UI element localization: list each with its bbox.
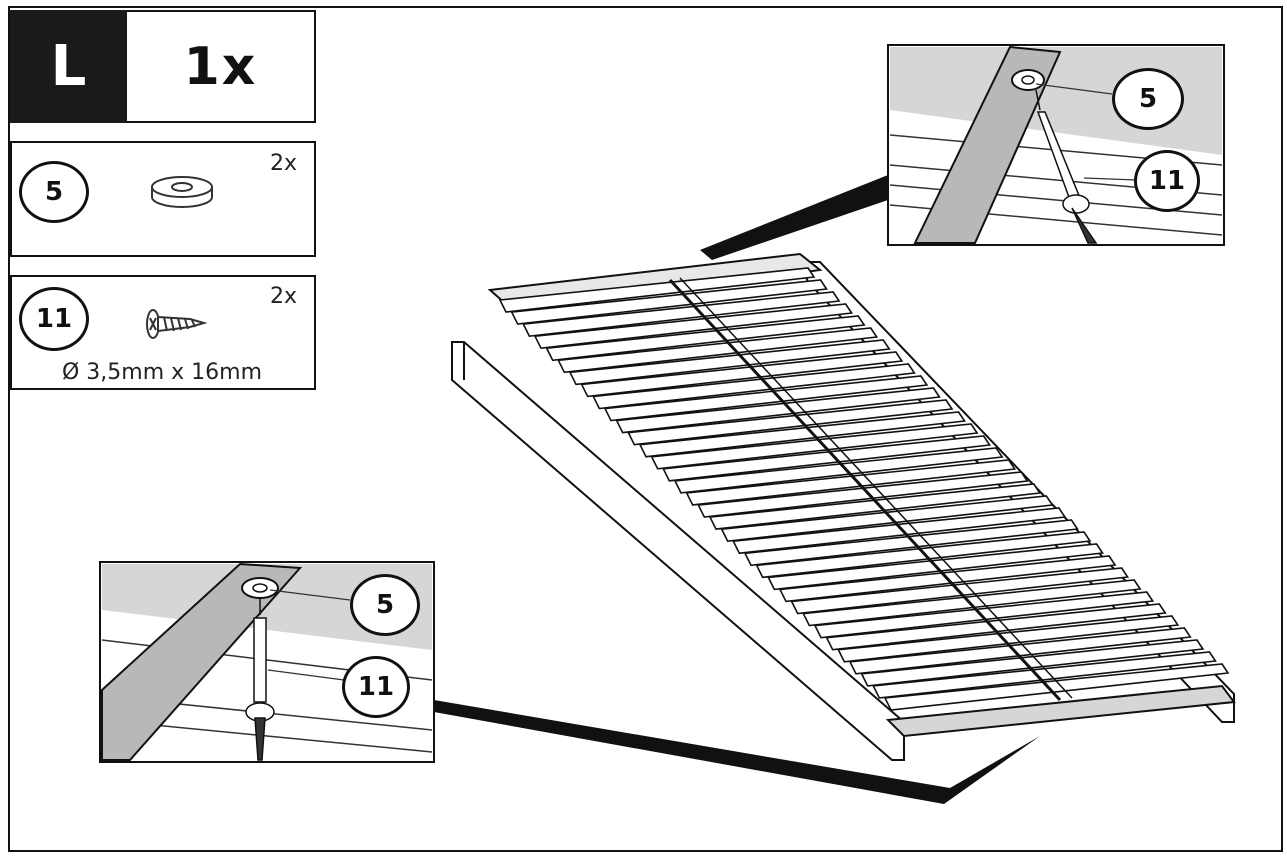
slat [522,291,841,337]
washer-icon [151,176,213,208]
step-quantity: 1x [127,10,316,123]
slat [708,483,1042,530]
slat [872,651,1217,699]
detail-label-screw: 11 [1134,150,1200,212]
slat [825,603,1167,651]
detail-label-screw: 11 [342,656,410,718]
slat [638,411,966,458]
slat [837,615,1180,663]
slatted-bed-frame [451,252,1236,761]
part-count: 2x [270,151,298,176]
slat [615,387,941,434]
slat [720,495,1054,543]
slat [860,639,1205,687]
slat [685,459,1017,506]
slat [883,663,1230,711]
slat [650,423,979,470]
step-letter: L [10,10,127,123]
slat [580,351,904,398]
slat [813,591,1155,639]
slat [510,279,828,325]
part-count: 2x [270,284,298,309]
slat [603,375,929,422]
slat [697,471,1029,518]
part-number-badge: 5 [19,161,89,223]
detail-label-washer: 5 [350,574,420,636]
part-number-badge: 11 [19,287,89,351]
slat [743,519,1079,567]
slat [498,267,816,313]
slat [568,339,891,386]
slat [592,363,916,410]
screw-dimension: Ø 3,5mm x 16mm [62,360,263,385]
slat [732,507,1067,555]
slat [533,303,854,350]
screw-icon [146,309,208,339]
slat [557,327,879,374]
slat [545,315,866,362]
slat [627,399,954,446]
slat [848,627,1192,675]
slat [662,435,992,482]
detail-label-washer: 5 [1112,68,1184,130]
slat [673,447,1004,494]
page-frame [8,6,1283,852]
